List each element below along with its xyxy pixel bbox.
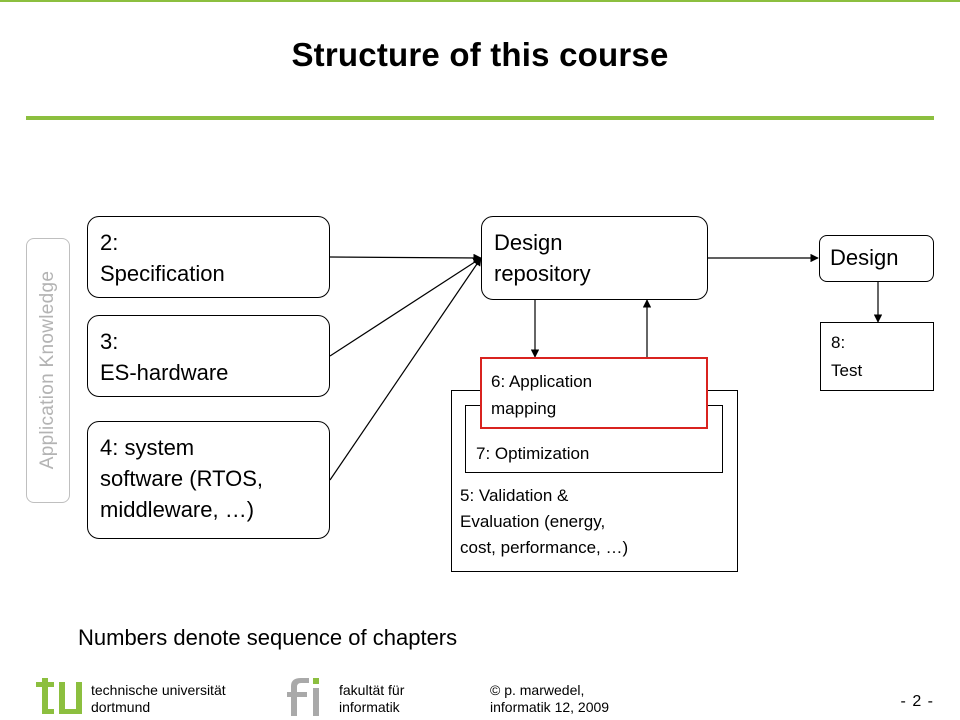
arrow-software-to-repository — [329, 257, 482, 481]
university-line-2: dortmund — [91, 699, 151, 715]
top-accent-rule — [0, 0, 960, 2]
faculty-name: fakultät für informatik — [339, 682, 404, 716]
faculty-line-2: informatik — [339, 699, 400, 715]
chapter-label: ES-hardware — [100, 360, 229, 385]
copyright-notice: © p. marwedel, informatik 12, 2009 — [490, 682, 609, 716]
arrow-hardware-to-repository — [329, 257, 482, 357]
validation-line-2: Evaluation (energy, — [460, 512, 606, 531]
copyright-line-1: © p. marwedel, — [490, 682, 585, 698]
chapter-number: 3: — [100, 329, 119, 354]
chapter-application-mapping-box: 6: Application mapping — [480, 357, 708, 429]
chapter-label: Test — [831, 361, 863, 380]
repository-label-line-1: Design — [494, 230, 563, 255]
validation-line-1: 5: Validation & — [460, 486, 569, 505]
design-box: Design — [819, 235, 934, 282]
mapping-line-2: mapping — [491, 399, 557, 418]
tu-logo-icon — [36, 678, 82, 714]
chapter-number: 8: — [831, 333, 846, 352]
mapping-line-1: 6: Application — [491, 372, 593, 391]
chapter-es-hardware-box: 3: ES-hardware — [87, 315, 330, 397]
chapter-system-software-box: 4: system software (RTOS, middleware, …) — [87, 421, 330, 539]
chapter-label-line-1: 4: system — [100, 435, 195, 460]
design-label: Design — [830, 245, 899, 270]
university-name: technische universität dortmund — [91, 682, 226, 716]
page-number: - 2 - — [900, 693, 934, 710]
chapter-test-box: 8: Test — [820, 322, 934, 391]
fi-logo-icon — [287, 678, 319, 716]
chapter-specification-box: 2: Specification — [87, 216, 330, 298]
university-line-1: technische universität — [91, 682, 226, 698]
faculty-line-1: fakultät für — [339, 682, 405, 698]
arrow-spec-to-repository — [329, 253, 482, 263]
repository-label-line-2: repository — [494, 261, 591, 286]
footnote-text: Numbers denote sequence of chapters — [78, 625, 458, 650]
title-underline — [26, 116, 934, 120]
chapter-label-line-3: middleware, …) — [100, 497, 255, 522]
application-knowledge-box — [26, 238, 70, 503]
chapter-number: 2: — [100, 230, 119, 255]
copyright-line-2: informatik 12, 2009 — [490, 699, 610, 715]
validation-line-3: cost, performance, …) — [460, 538, 629, 557]
design-repository-box: Design repository — [481, 216, 708, 300]
optimization-label: 7: Optimization — [476, 444, 590, 463]
chapter-label: Specification — [100, 261, 225, 286]
chapter-label-line-2: software (RTOS, — [100, 466, 264, 491]
slide-title: Structure of this course — [291, 36, 669, 73]
